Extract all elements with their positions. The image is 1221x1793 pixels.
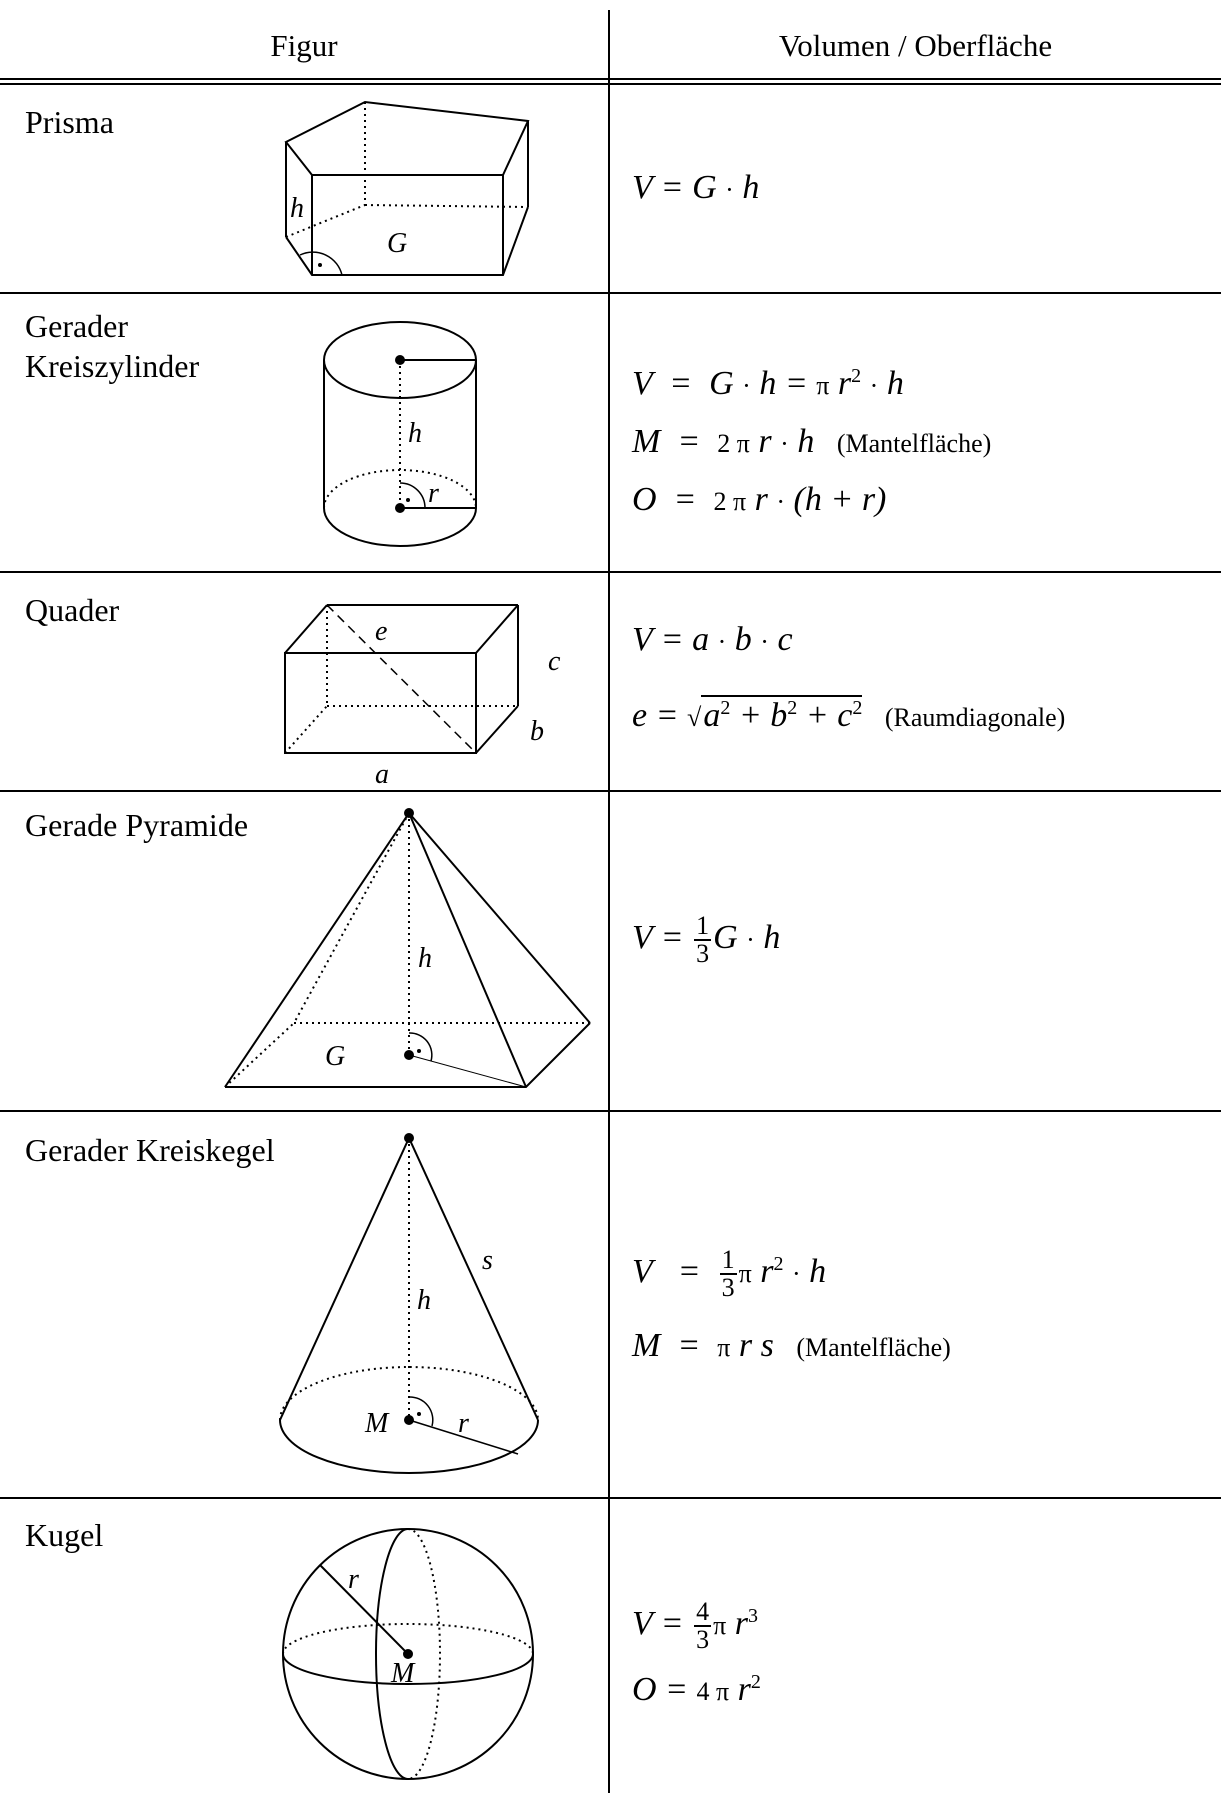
pyramid-figure: h G (220, 805, 600, 1095)
cuboid-formulas: V = a · b · c e = √a2 + b2 + c2 (Raumdia… (632, 621, 1066, 734)
prism-formula: V = G · h (632, 169, 760, 206)
cone-mantel-note: (Mantelfläche) (796, 1333, 951, 1362)
row-label-cylinder: Gerader Kreiszylinder (25, 308, 200, 384)
row-label-sphere: Kugel (25, 1517, 104, 1553)
sphere-r-label: r (348, 1564, 359, 1595)
cylinder-r-label: r (428, 478, 439, 509)
cuboid-b-label: b (530, 716, 544, 747)
row-divider (0, 1110, 1221, 1112)
row-divider (0, 790, 1221, 792)
cone-s-label: s (482, 1245, 493, 1276)
cuboid-a-label: a (375, 759, 389, 790)
prism-figure: h G (270, 92, 540, 282)
header-rule-top (0, 78, 1221, 80)
cone-figure: h s r M (270, 1132, 550, 1487)
cylinder-figure: h r (320, 318, 490, 563)
column-divider (608, 10, 610, 1793)
row-label-pyramid: Gerade Pyramide (25, 807, 249, 843)
prism-G-label: G (387, 228, 407, 259)
cone-h-label: h (417, 1285, 431, 1316)
row-label-cuboid: Quader (25, 592, 120, 628)
row-label-cone: Gerader Kreiskegel (25, 1132, 275, 1168)
header-formula: Volumen / Oberfläche (778, 28, 1053, 63)
header-figure: Figur (270, 28, 338, 63)
cuboid-raum-note: (Raumdiagonale) (884, 703, 1066, 732)
prism-h-label: h (290, 193, 304, 224)
cuboid-figure: e a b c (280, 600, 570, 790)
row-divider (0, 292, 1221, 294)
sphere-figure: r M (278, 1520, 538, 1788)
row-divider (0, 1497, 1221, 1499)
row-divider (0, 571, 1221, 573)
cylinder-mantel-note: (Mantelfläche) (836, 429, 992, 458)
pyramid-G-label: G (325, 1041, 345, 1072)
sphere-M-label: M (390, 1658, 416, 1689)
cone-M-label: M (364, 1408, 390, 1439)
pyramid-h-label: h (418, 943, 432, 974)
cylinder-formulas: V = G · h = π r2 · h M = 2 π r · h (Mant… (632, 365, 992, 518)
header-rule-bottom (0, 83, 1221, 85)
cone-r-label: r (458, 1408, 469, 1439)
row-label-prisma: Prisma (25, 104, 114, 140)
cuboid-c-label: c (548, 646, 561, 677)
cuboid-e-label: e (375, 616, 387, 647)
cylinder-h-label: h (408, 418, 422, 449)
